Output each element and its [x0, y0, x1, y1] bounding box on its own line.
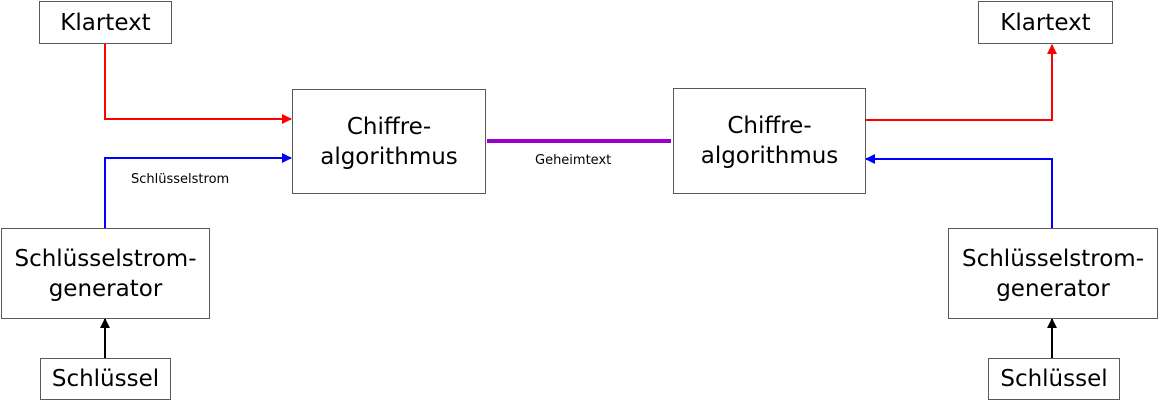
ciphertext-label: Geheimtext — [535, 153, 612, 168]
left-plaintext-label: Klartext — [60, 9, 151, 36]
left-plaintext-box: Klartext — [39, 1, 172, 44]
right-generator-label: Schlüsselstrom- generator — [961, 245, 1145, 302]
right-plaintext-box: Klartext — [978, 1, 1113, 44]
left-cipher-label: Chiffre- algorithmus — [320, 113, 458, 170]
left-key-label: Schlüssel — [51, 366, 160, 392]
right-cipher-label: Chiffre- algorithmus — [700, 113, 839, 169]
keystream-label: Schlüsselstrom — [131, 172, 230, 187]
left-cipher-box: Chiffre- algorithmus — [292, 89, 486, 194]
right-generator-box: Schlüsselstrom- generator — [948, 228, 1158, 319]
left-keystream-arrow — [104, 153, 292, 228]
left-generator-label: Schlüsselstrom- generator — [14, 245, 197, 302]
right-keystream-arrow — [865, 154, 1053, 228]
right-key-label: Schlüssel — [1000, 366, 1108, 392]
left-plaintext-arrow — [104, 44, 292, 124]
left-key-box: Schlüssel — [40, 358, 171, 400]
left-generator-box: Schlüsselstrom- generator — [1, 228, 210, 319]
right-key-box: Schlüssel — [988, 358, 1120, 400]
right-cipher-box: Chiffre- algorithmus — [673, 88, 866, 194]
right-plaintext-label: Klartext — [1000, 9, 1091, 36]
right-plaintext-arrow — [866, 44, 1057, 121]
